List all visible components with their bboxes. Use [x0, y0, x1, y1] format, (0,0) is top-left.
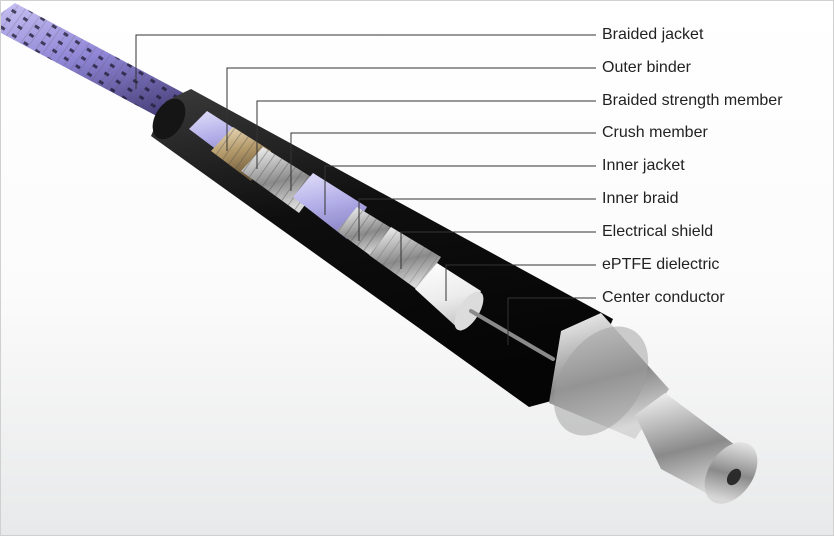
leader-line-inner-braid [358, 198, 596, 241]
label-center-conductor: Center conductor [602, 289, 725, 306]
label-crush-member: Crush member [602, 124, 708, 141]
leader-line-inner-jacket [324, 165, 596, 215]
label-inner-braid: Inner braid [602, 190, 679, 207]
leader-line-crush-member [290, 132, 596, 191]
leader-line-outer-binder [226, 67, 596, 151]
leader-line-electrical-shield [400, 231, 596, 269]
label-electrical-shield: Electrical shield [602, 223, 714, 240]
leader-line-center-conductor [507, 297, 596, 345]
cutaway-layers [189, 111, 555, 361]
label-eptfe-dielectric: ePTFE dielectric [602, 256, 720, 273]
label-inner-jacket: Inner jacket [602, 157, 685, 174]
label-braided-strength-member: Braided strength member [602, 92, 783, 109]
connector [549, 313, 758, 504]
leader-lines [135, 34, 596, 345]
leader-line-eptfe-dielectric [445, 264, 596, 301]
label-braided-jacket: Braided jacket [602, 26, 704, 43]
braided-jacket-section [1, 3, 206, 129]
label-outer-binder: Outer binder [602, 59, 691, 76]
leader-line-braided-strength-member [256, 100, 596, 169]
leader-line-braided-jacket [135, 34, 596, 89]
